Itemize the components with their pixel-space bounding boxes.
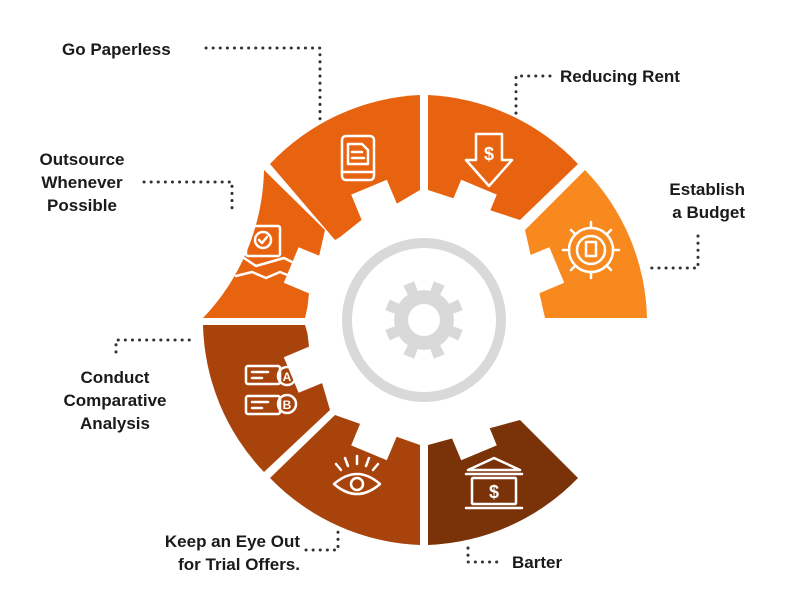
label-barter: Barter	[512, 551, 562, 574]
bank-dollar-icon: $	[464, 456, 524, 510]
leader-reducing-rent	[514, 74, 552, 120]
label-line: Barter	[512, 553, 563, 572]
label-line: Go Paperless	[62, 40, 171, 59]
label-trial-offers: Keep an Eye Out for Trial Offers.	[100, 530, 300, 576]
label-line: Possible	[47, 196, 117, 215]
label-line: a Budget	[672, 203, 745, 222]
mobile-document-icon	[340, 134, 376, 182]
label-line: Analysis	[80, 414, 150, 433]
leader-lines	[114, 46, 700, 564]
leader-comparative-analysis	[114, 338, 196, 354]
compare-ab-icon: A B	[244, 364, 298, 416]
svg-text:$: $	[484, 144, 494, 164]
leader-barter	[466, 546, 502, 564]
label-establish-budget: Establish a Budget	[615, 178, 745, 224]
gear-ring	[342, 238, 506, 402]
label-line: Keep an Eye Out	[164, 532, 300, 551]
eye-icon	[332, 454, 382, 496]
label-outsource: Outsource Whenever Possible	[22, 148, 142, 217]
leader-go-paperless	[204, 46, 322, 124]
svg-text:B: B	[283, 398, 292, 412]
leader-trial-offers	[304, 528, 340, 552]
gear-building-icon	[561, 220, 621, 280]
segment-barter	[428, 420, 578, 545]
svg-text:$: $	[489, 482, 499, 502]
label-comparative-analysis: Conduct Comparative Analysis	[40, 366, 190, 435]
dollar-down-arrow-icon: $	[464, 132, 514, 188]
label-line: Whenever	[41, 173, 123, 192]
label-line: Establish	[669, 180, 745, 199]
leader-outsource	[142, 180, 234, 214]
label-line: Reducing Rent	[560, 67, 680, 86]
label-line: for Trial Offers.	[178, 555, 300, 574]
label-line: Outsource	[39, 150, 125, 169]
label-line: Comparative	[63, 391, 167, 410]
handshake-contract-icon	[230, 224, 294, 280]
label-go-paperless: Go Paperless	[62, 38, 171, 61]
svg-text:A: A	[283, 370, 292, 384]
label-line: Conduct	[80, 368, 150, 387]
leader-establish-budget	[648, 234, 700, 270]
label-reducing-rent: Reducing Rent	[560, 65, 680, 88]
gear-hole	[408, 304, 440, 336]
